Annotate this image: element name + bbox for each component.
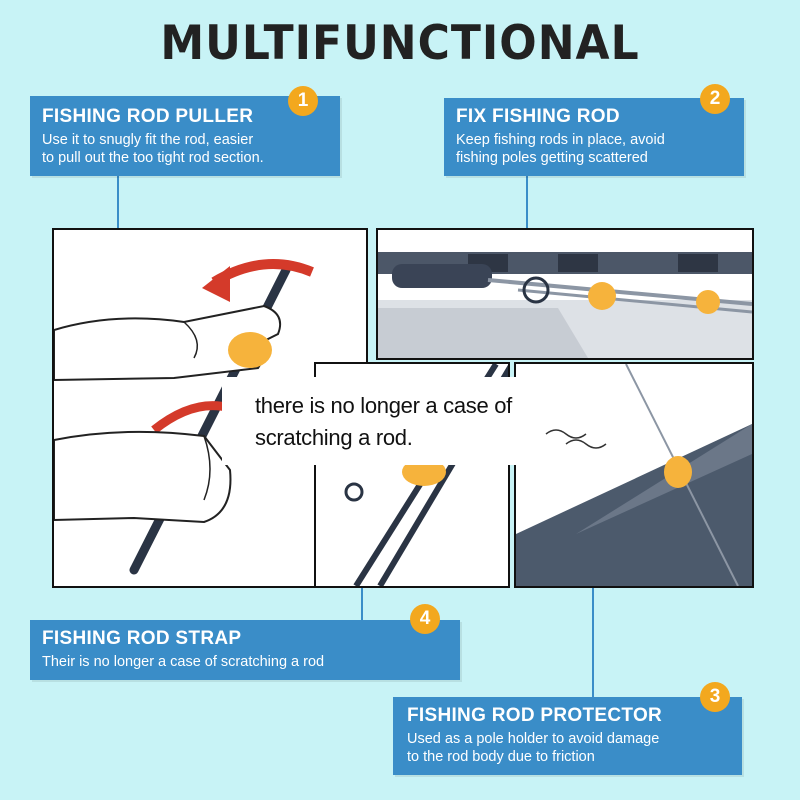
callout-line: fishing poles getting scattered [456, 150, 648, 166]
panel-rod-puller-illustration [52, 228, 368, 588]
connector-line-1 [117, 170, 119, 230]
caption-text: there is no longer a case of scratching … [255, 390, 512, 454]
callout-line: Used as a pole holder to avoid damage [407, 731, 660, 747]
connector-line-2 [526, 176, 528, 230]
callout-heading: FIX FISHING ROD [456, 106, 620, 127]
number-badge-3: 3 [700, 682, 730, 712]
panel-fix-rod-illustration [376, 228, 754, 360]
number-badge-4: 4 [410, 604, 440, 634]
connector-line-4 [361, 585, 363, 621]
callout-heading: FISHING ROD PULLER [42, 106, 254, 127]
caption-overlay [222, 377, 528, 465]
callout-heading: FISHING ROD PROTECTOR [407, 705, 663, 726]
callout-description: Keep fishing rods in place, avoid fishin… [456, 131, 732, 167]
callout-heading: FISHING ROD STRAP [42, 628, 242, 649]
connector-line-3 [592, 585, 594, 697]
number-badge-2: 2 [700, 84, 730, 114]
protector-illustration [516, 364, 752, 586]
rod-holder-illustration [378, 252, 752, 358]
callout-description: Used as a pole holder to avoid damage to… [407, 730, 728, 766]
callout-line: to pull out the too tight rod section. [42, 150, 264, 166]
callout-line: Use it to snugly fit the rod, easier [42, 132, 254, 148]
caption-line: scratching a rod. [255, 425, 413, 450]
callout-line: Keep fishing rods in place, avoid [456, 132, 665, 148]
panel-rod-protector-illustration [514, 362, 754, 588]
callout-description: Use it to snugly fit the rod, easier to … [42, 131, 328, 167]
callout-description: Their is no longer a case of scratching … [42, 653, 448, 671]
hands-illustration [54, 259, 314, 575]
page-title: MULTIFUNCTIONAL [160, 15, 640, 72]
callout-fishing-rod-strap: FISHING ROD STRAP Their is no longer a c… [30, 620, 460, 680]
callout-fishing-rod-protector: FISHING ROD PROTECTOR Used as a pole hol… [393, 697, 742, 775]
number-badge-1: 1 [288, 86, 318, 116]
callout-line: Their is no longer a case of scratching … [42, 654, 325, 670]
callout-fix-fishing-rod: FIX FISHING ROD Keep fishing rods in pla… [444, 98, 744, 176]
callout-line: to the rod body due to friction [407, 749, 595, 765]
callout-fishing-rod-puller: FISHING ROD PULLER Use it to snugly fit … [30, 96, 340, 176]
caption-line: there is no longer a case of [255, 393, 512, 418]
